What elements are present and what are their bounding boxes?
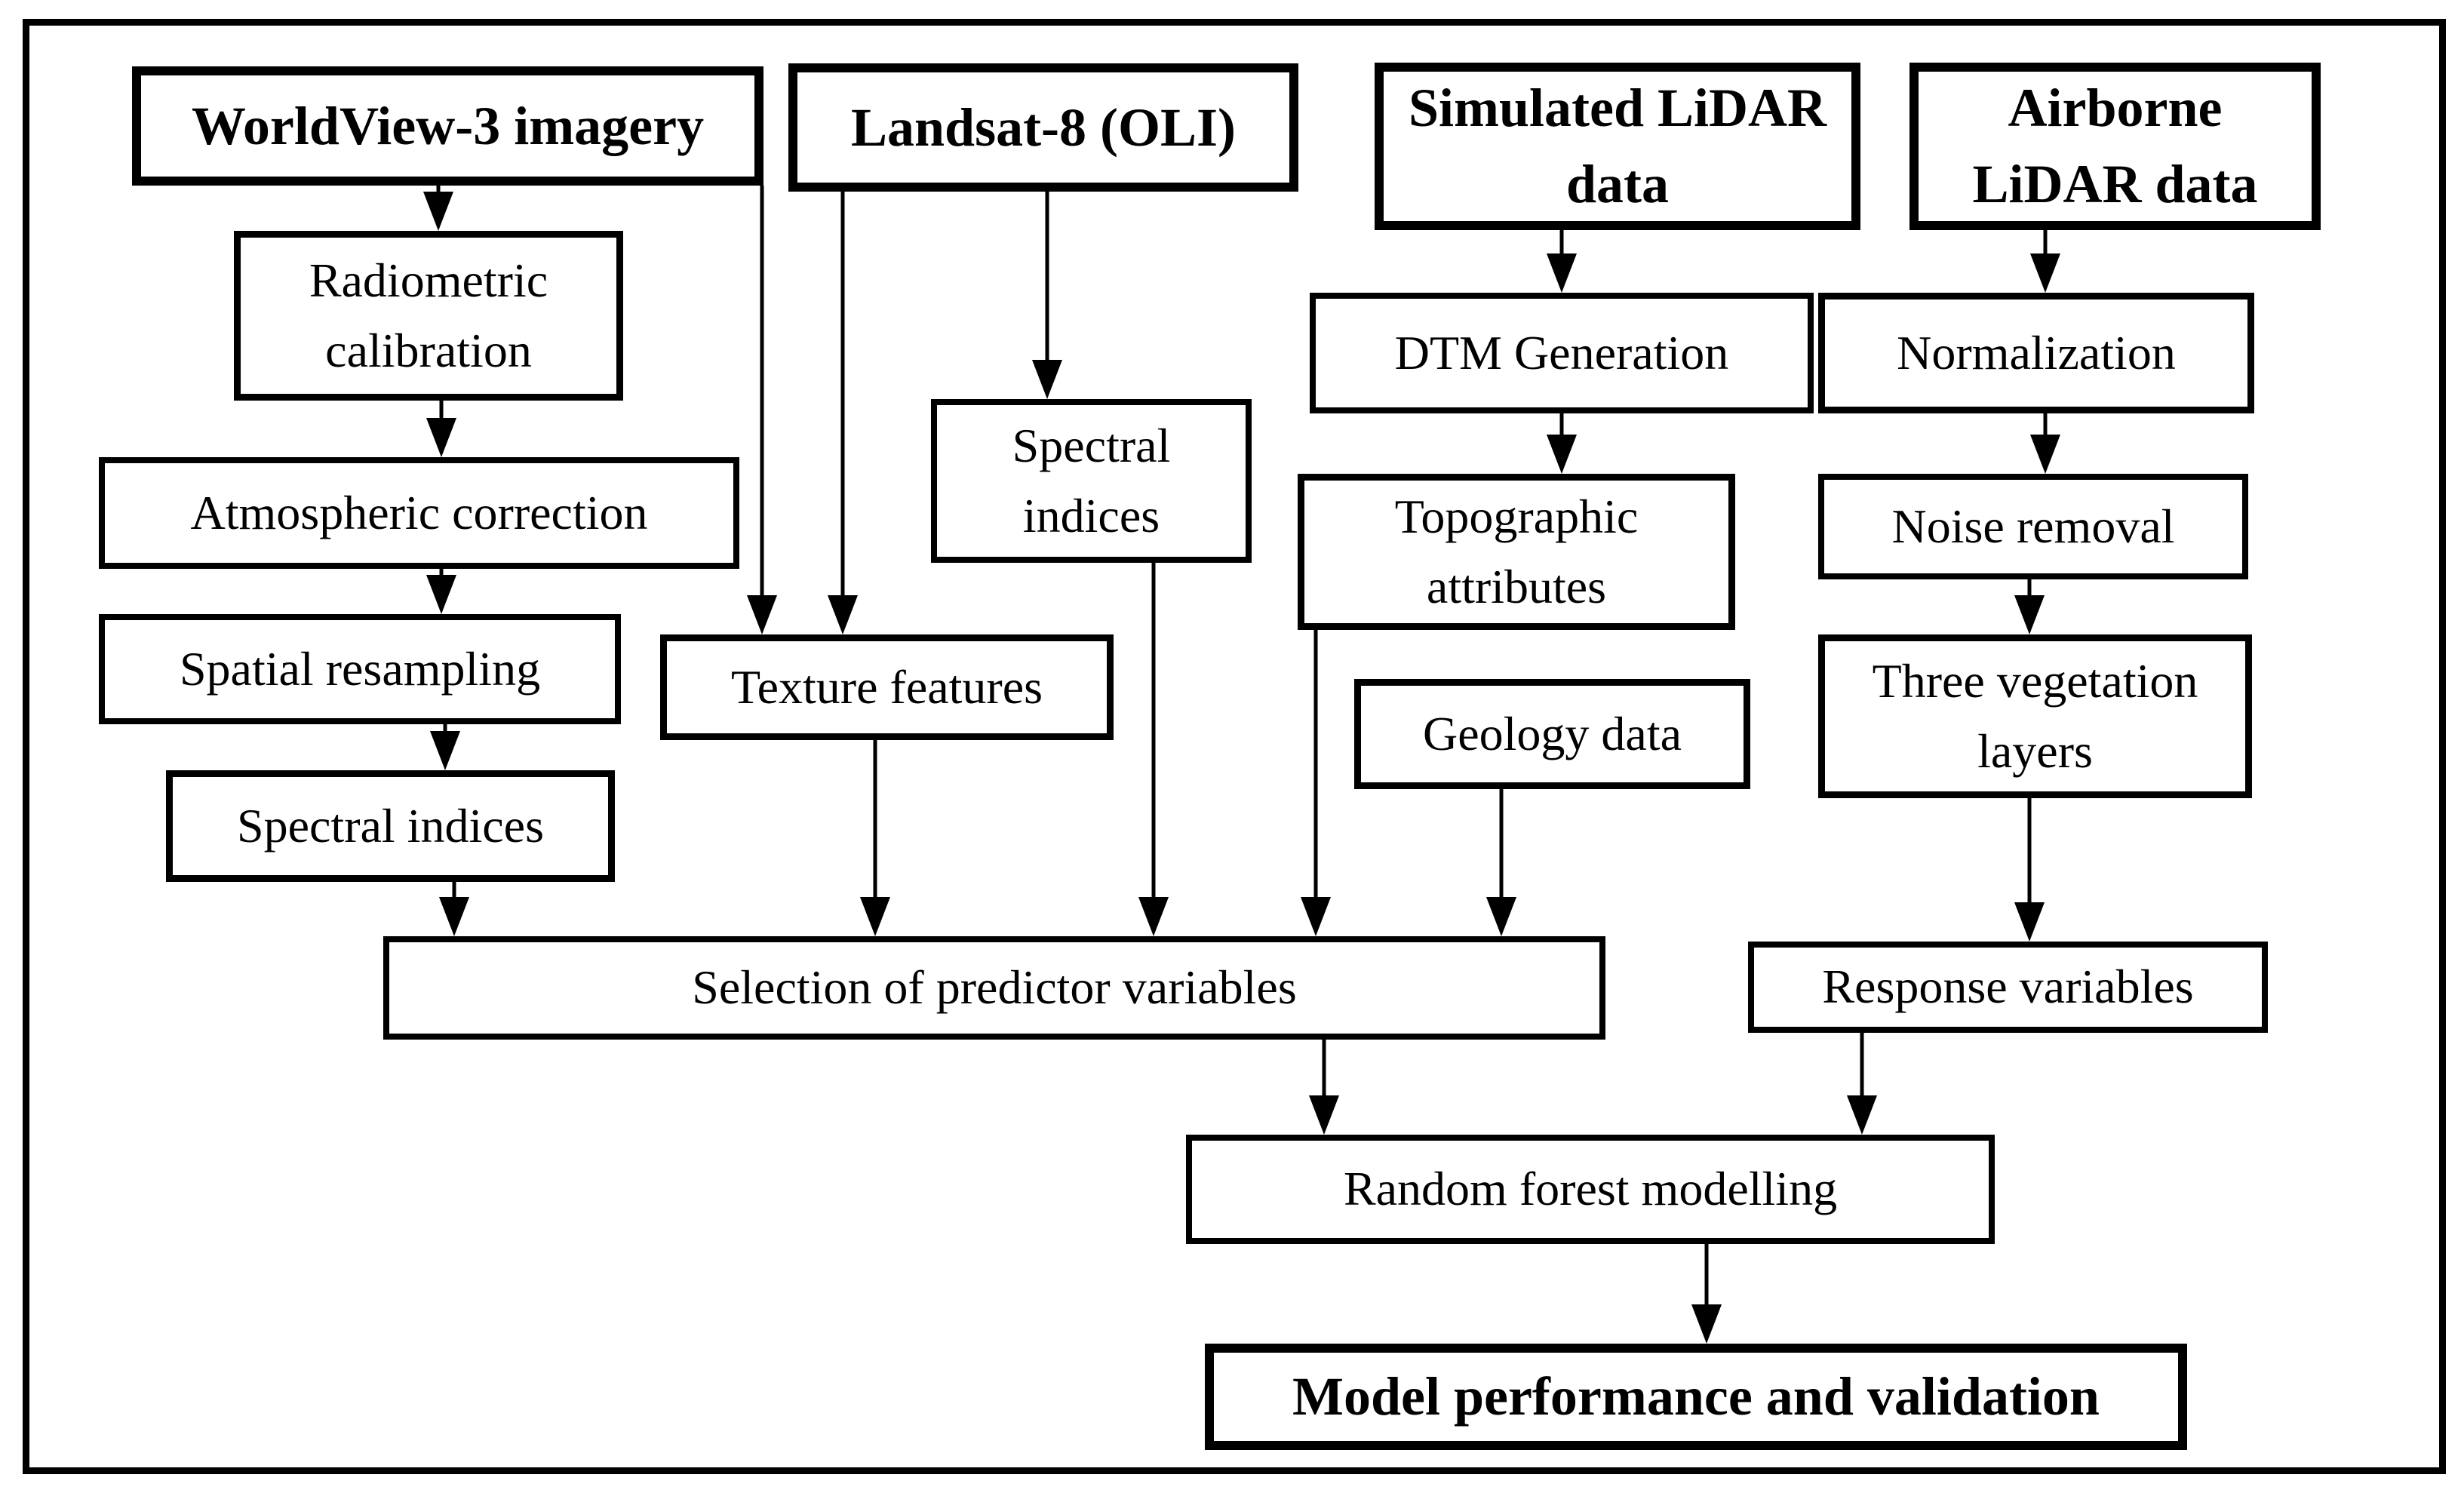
edge-three-vegetation-to-response-arrow [2014, 798, 2045, 942]
edge-radiometric-to-atmospheric-arrow [426, 401, 456, 457]
edge-spectral-wv3-to-selection-arrow [439, 882, 469, 936]
node-geology-data: Geology data [1354, 679, 1750, 789]
node-label: Airborne LiDAR data [1972, 78, 2258, 214]
edge-geology-to-selection-arrow [1486, 789, 1516, 936]
edge-spatial-to-spectral-wv3-arrow [430, 724, 460, 770]
edge-atmospheric-to-spatial-arrow [426, 569, 456, 614]
edge-spectral-l8-to-selection-arrow [1138, 563, 1169, 936]
node-label: Topographic attributes [1394, 489, 1639, 613]
edge-landsat8-to-spectral-l8-arrow [1032, 192, 1062, 399]
node-label: Normalization [1897, 325, 2176, 379]
node-label: Model performance and validation [1292, 1366, 2100, 1427]
node-label: Response variables [1822, 960, 2194, 1014]
node-radiometric-calibration: Radiometric calibration [234, 231, 623, 401]
edge-topographic-to-selection-arrow [1301, 630, 1331, 936]
edge-selection-to-random-forest-arrow [1309, 1040, 1339, 1135]
node-label: Selection of predictor variables [692, 960, 1297, 1015]
node-label: Texture features [730, 659, 1043, 714]
node-three-vegetation-layers: Three vegetation layers [1818, 634, 2252, 798]
node-label: Radiometric calibration [309, 253, 548, 377]
node-label: Noise removal [1891, 499, 2175, 553]
node-label: Simulated LiDAR data [1408, 78, 1827, 214]
node-texture-features: Texture features [660, 634, 1114, 740]
node-normalization: Normalization [1818, 293, 2254, 413]
node-label: WorldView-3 imagery [191, 95, 705, 156]
node-landsat8-oli: Landsat-8 (OLI) [788, 63, 1298, 192]
node-label: Spatial resampling [179, 641, 541, 696]
node-spectral-indices-l8: Spectral indices [931, 399, 1252, 563]
node-noise-removal: Noise removal [1818, 474, 2248, 579]
node-label: Three vegetation layers [1872, 653, 2198, 778]
node-selection-of-predictor-variables: Selection of predictor variables [383, 936, 1605, 1040]
edge-worldview3-to-texture-arrow [747, 186, 777, 634]
node-spatial-resampling: Spatial resampling [99, 614, 621, 724]
node-label: Spectral indices [1012, 418, 1171, 542]
node-atmospheric-correction: Atmospheric correction [99, 457, 739, 569]
edge-worldview3-to-radiometric-arrow [423, 186, 453, 231]
node-random-forest-modelling: Random forest modelling [1186, 1135, 1995, 1244]
node-worldview3-imagery: WorldView-3 imagery [132, 66, 763, 186]
node-label: Landsat-8 (OLI) [850, 97, 1237, 158]
edge-random-forest-to-model-performance-arrow [1691, 1244, 1722, 1344]
edge-normalization-to-noise-arrow [2030, 413, 2060, 474]
node-model-performance-and-validation: Model performance and validation [1205, 1344, 2187, 1450]
node-spectral-indices-wv3: Spectral indices [166, 770, 615, 882]
edge-texture-to-selection-arrow [860, 740, 890, 936]
edge-response-to-random-forest-arrow [1847, 1033, 1877, 1135]
node-response-variables: Response variables [1748, 942, 2268, 1033]
edge-airborne-to-normalization-arrow [2030, 230, 2060, 293]
node-airborne-lidar-data: Airborne LiDAR data [1909, 63, 2321, 230]
node-label: Spectral indices [237, 798, 544, 852]
node-dtm-generation: DTM Generation [1310, 293, 1814, 413]
node-label: Geology data [1423, 706, 1682, 760]
node-simulated-lidar-data: Simulated LiDAR data [1375, 63, 1860, 230]
edge-landsat8-to-texture-arrow [828, 192, 858, 634]
edge-noise-to-three-vegetation-arrow [2014, 579, 2045, 634]
edge-simulated-to-dtm-arrow [1547, 230, 1577, 293]
edge-dtm-to-topographic-arrow [1547, 413, 1577, 474]
node-label: DTM Generation [1394, 325, 1729, 379]
node-label: Atmospheric correction [190, 485, 648, 539]
node-topographic-attributes: Topographic attributes [1298, 474, 1735, 630]
node-label: Random forest modelling [1343, 1162, 1838, 1216]
